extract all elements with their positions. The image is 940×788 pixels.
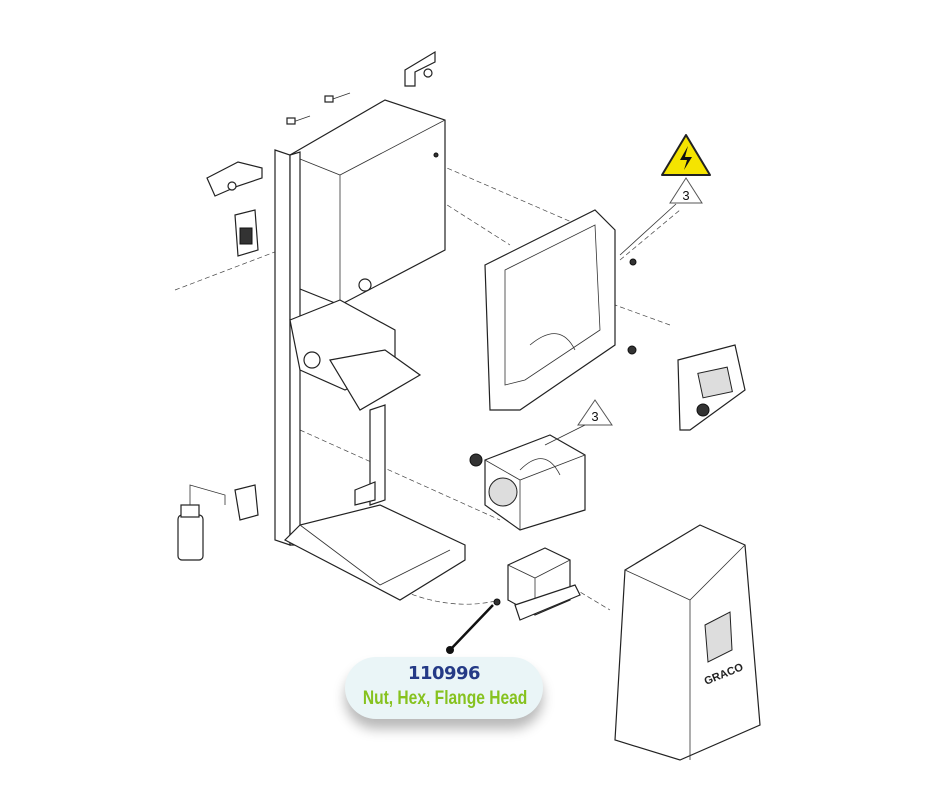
switch-enclosure — [234, 209, 259, 257]
callout-leader — [446, 604, 494, 654]
transformer — [493, 547, 581, 621]
electrical-hazard-icon — [661, 134, 711, 176]
part-callout: 110996 Nut, Hex, Flange Head — [345, 657, 543, 719]
display-module — [627, 258, 746, 431]
cart-frame — [274, 149, 466, 601]
svg-text:3: 3 — [682, 188, 689, 203]
reference-mark-1: 3 — [619, 177, 703, 256]
svg-text:3: 3 — [591, 409, 598, 424]
front-shroud: GRACO — [614, 524, 761, 761]
part-number: 110996 — [407, 663, 481, 684]
fan-assembly — [469, 434, 586, 531]
part-description: Nut, Hex, Flange Head — [362, 688, 528, 709]
control-box — [289, 99, 446, 306]
mounting-brackets — [206, 50, 436, 197]
display-bracket — [484, 209, 616, 411]
lubricant-bottle — [177, 484, 259, 561]
reference-mark-2: 3 — [544, 399, 613, 446]
